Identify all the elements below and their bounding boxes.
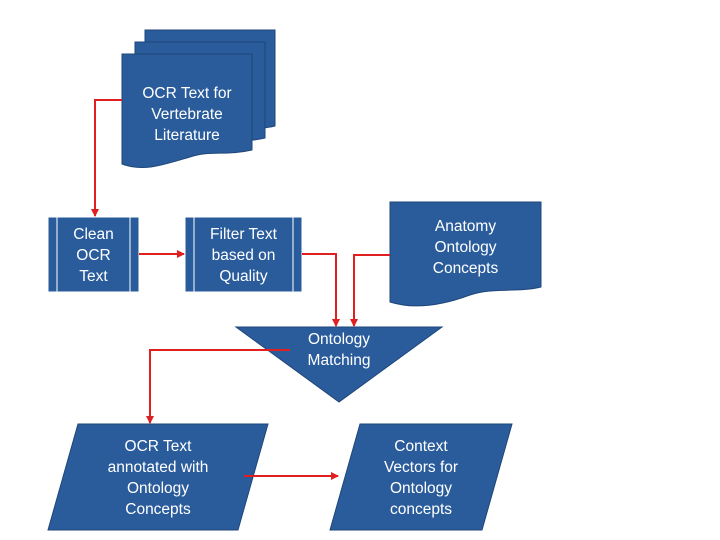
label-line: annotated with — [107, 459, 209, 476]
label-line: OCR Text for — [142, 84, 232, 102]
label-line: Vertebrate — [151, 105, 223, 123]
label-line: Ontology — [126, 480, 190, 497]
anatomy-document-shape[interactable] — [389, 201, 542, 307]
label-line: Anatomy — [434, 217, 497, 235]
filter-text-label: Filter Text based on Quality — [194, 222, 293, 288]
edge-ocr-to-clean — [91, 99, 122, 217]
label-line: Ontology — [434, 238, 497, 256]
label-line: Clean — [73, 225, 114, 243]
label-line: OCR Text — [124, 438, 192, 455]
label-line: Ontology — [307, 331, 371, 348]
label-line: concepts — [389, 501, 453, 518]
label-line: Text — [79, 267, 108, 285]
label-line: Matching — [307, 352, 371, 369]
predefined-process-filter-shape[interactable] — [184, 216, 303, 293]
label-line: based on — [211, 246, 276, 264]
label-line: Quality — [219, 267, 268, 285]
label-line: Concepts — [432, 259, 499, 277]
label-line: Ontology — [389, 480, 453, 497]
edge-anatomy-to-matching — [350, 254, 390, 327]
context-vectors-data-shape[interactable] — [329, 423, 513, 531]
multi-document-shape[interactable] — [121, 29, 276, 169]
label-line: Filter Text — [210, 225, 277, 243]
document-front-sheet — [121, 53, 253, 169]
label-line: Vectors for — [383, 459, 459, 476]
merge-triangle-shape[interactable] — [234, 326, 444, 403]
label-line: Literature — [154, 126, 220, 144]
label-line: Concepts — [125, 501, 191, 518]
edge-matching-to-annotated — [146, 349, 290, 424]
label-line: Context — [394, 438, 448, 455]
predefined-process-clean-shape[interactable] — [47, 216, 140, 293]
edge-filter-to-matching — [302, 253, 340, 327]
annotated-data-shape[interactable] — [47, 423, 269, 531]
label-line: OCR — [76, 246, 111, 264]
